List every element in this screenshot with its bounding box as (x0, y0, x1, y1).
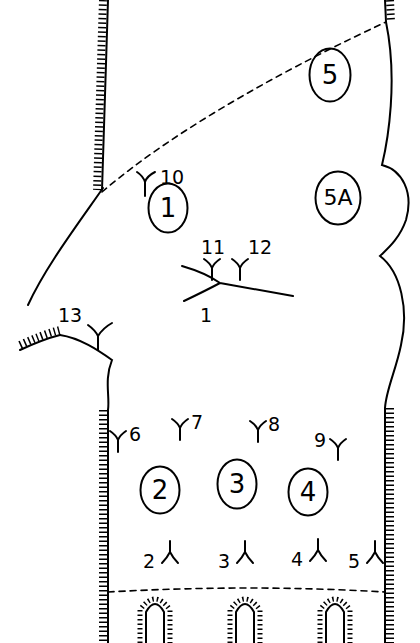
circle-number: 4 (300, 479, 317, 505)
projection-hatch (140, 599, 170, 643)
projection (326, 604, 344, 643)
circle-outline (289, 469, 328, 516)
dashed-boundary (108, 588, 385, 592)
callout-number: 12 (248, 238, 272, 257)
fork-symbol (172, 419, 188, 440)
fork-symbol (162, 541, 178, 563)
dashed-boundary (102, 22, 386, 192)
fork-symbol (367, 541, 383, 563)
fork-symbol (310, 539, 326, 561)
callout-number: 1 (200, 306, 212, 325)
callout-number: 10 (160, 168, 184, 187)
callout-number: 8 (268, 415, 280, 434)
projection (146, 604, 164, 643)
circled-number: 2 (139, 465, 181, 515)
projection-hatch (230, 599, 260, 643)
circled-number: 1 (147, 182, 189, 234)
circled-number: 4 (287, 467, 329, 517)
wall-line (385, 0, 386, 22)
callout-number: 7 (191, 413, 203, 432)
circle-outline (316, 172, 361, 225)
projection-hatch (320, 599, 350, 643)
wall-line (384, 408, 386, 643)
wall-hatch (97, 0, 103, 190)
outline-curve (60, 335, 112, 410)
circled-number: 3 (216, 458, 258, 510)
circle-number: 2 (152, 477, 169, 503)
callout-number: 11 (201, 238, 225, 257)
fork-symbol (182, 266, 293, 301)
circle-number: 3 (229, 471, 246, 497)
wall-line (107, 410, 109, 643)
circle-outline (310, 49, 351, 102)
circle-outline (141, 467, 180, 514)
callout-number: 4 (291, 550, 303, 569)
circled-number: 5 (308, 47, 352, 103)
circle-number: 5A (323, 187, 352, 209)
fork-symbol (88, 323, 112, 350)
outline-curve (28, 188, 103, 305)
wall-line (20, 335, 60, 350)
wall-hatch (99, 410, 107, 643)
wall-hatch (390, 0, 391, 22)
circle-number: 5 (322, 62, 339, 88)
projection (236, 604, 254, 643)
fork-symbol (110, 431, 126, 452)
wall-hatch (20, 330, 60, 345)
callout-number: 6 (129, 425, 141, 444)
circle-outline (149, 184, 188, 233)
fork-symbol (237, 541, 253, 563)
circle-outline (218, 460, 257, 509)
fork-symbol (232, 259, 248, 280)
callout-number: 5 (348, 552, 360, 571)
fork-symbol (330, 439, 346, 460)
outline-curve (380, 22, 409, 408)
callout-number: 2 (143, 552, 155, 571)
circled-number: 5A (314, 170, 362, 226)
wall-hatch (386, 408, 394, 643)
fork-symbol (250, 421, 266, 442)
callout-number: 9 (314, 431, 326, 450)
circle-number: 1 (160, 195, 177, 221)
callout-number: 3 (218, 552, 230, 571)
callout-number: 13 (58, 306, 82, 325)
